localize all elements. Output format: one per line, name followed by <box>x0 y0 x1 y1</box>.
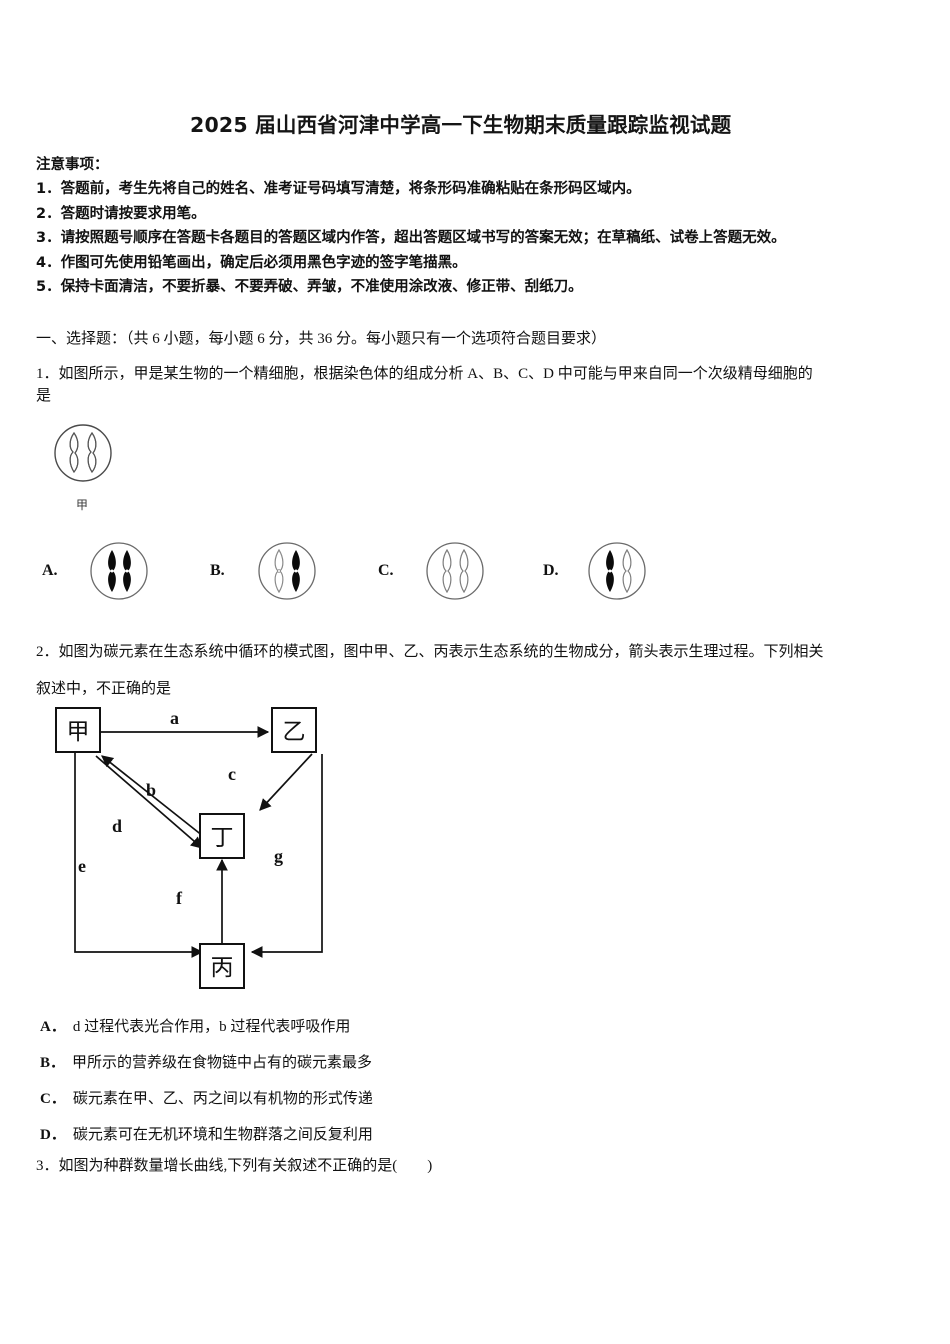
edge-b-line <box>101 755 209 841</box>
edge-c-line <box>259 753 313 811</box>
edge-label-c: c <box>228 764 236 784</box>
question-1-reference-cell-figure <box>54 424 112 482</box>
notice-line-2: 2．答题时请按要求用笔。 <box>36 205 206 222</box>
question-3-number: 3． <box>36 1158 59 1174</box>
option-d-letter[interactable]: D. <box>543 562 559 579</box>
question-1-stem: 1．如图所示，甲是某生物的一个精细胞，根据染色体的组成分析 A、B、C、D 中可… <box>36 356 926 392</box>
edge-g-line <box>250 754 323 958</box>
edge-label-d: d <box>112 816 122 836</box>
question-2-option-a[interactable]: A． d 过程代表光合作用，b 过程代表呼吸作用 <box>40 1016 350 1038</box>
notice-block: 注意事项： 1．答题前，考生先将自己的姓名、准考证号码填写清楚，将条形码准确粘贴… <box>36 153 926 300</box>
notice-line-1: 1．答题前，考生先将自己的姓名、准考证号码填写清楚，将条形码准确粘贴在条形码区域… <box>36 181 641 197</box>
question-2-option-b[interactable]: B． 甲所示的营养级在食物链中占有的碳元素最多 <box>40 1052 372 1074</box>
option-c-letter[interactable]: C. <box>378 562 394 579</box>
question-2-option-a-text: d 过程代表光合作用，b 过程代表呼吸作用 <box>72 1019 351 1035</box>
edge-label-e: e <box>78 856 86 876</box>
question-2-option-c[interactable]: C． 碳元素在甲、乙、丙之间以有机物的形式传递 <box>40 1088 373 1110</box>
notice-heading: 注意事项： <box>36 157 109 173</box>
edge-d-line <box>95 755 203 849</box>
node-yi: 乙 <box>271 707 317 753</box>
edge-e-line <box>74 752 204 958</box>
carbon-cycle-diagram: 甲 乙 丁 丙 a b c d e f g <box>55 707 323 989</box>
page-title: 2025 届山西省河津中学高一下生物期末质量跟踪监视试题 <box>190 113 732 137</box>
option-a-letter[interactable]: A. <box>42 562 58 579</box>
chromosome-hollow-right <box>87 431 97 474</box>
question-3-stem-line1: 如图为种群数量增长曲线,下列有关叙述不正确的是( ) <box>58 1158 433 1174</box>
question-2-option-b-letter: B． <box>40 1055 66 1071</box>
question-1-stem-line2: 是 <box>36 388 52 404</box>
notice-line-4: 4．作图可先使用铅笔画出，确定后必须用黑色字迹的签字笔描黑。 <box>36 254 467 271</box>
question-2-option-b-text: 甲所示的营养级在食物链中占有的碳元素最多 <box>72 1055 373 1071</box>
question-2-stem-line1: 如图为碳元素在生态系统中循环的模式图，图中甲、乙、丙表示生态系统的生物成分，箭头… <box>58 644 824 660</box>
question-2-option-d-text: 碳元素可在无机环境和生物群落之间反复利用 <box>72 1127 373 1143</box>
svg-text:乙: 乙 <box>283 719 306 745</box>
node-jia: 甲 <box>55 707 101 753</box>
edge-label-f: f <box>176 888 183 908</box>
chromosome-hollow-left <box>69 431 79 474</box>
node-ding: 丁 <box>199 813 245 859</box>
option-b-letter[interactable]: B. <box>210 562 225 579</box>
option-b-cell-figure[interactable] <box>252 538 322 604</box>
question-2-option-d[interactable]: D． 碳元素可在无机环境和生物群落之间反复利用 <box>40 1124 373 1146</box>
section-heading: 一、选择题：（共 6 小题，每小题 6 分，共 36 分。每小题只有一个选项符合… <box>36 331 607 347</box>
edge-label-a: a <box>170 708 179 728</box>
notice-line-3: 3．请按照题号顺序在答题卡各题目的答题区域内作答，超出答题区域书写的答案无效；在… <box>36 230 786 246</box>
question-2-stem-line2: 叙述中，不正确的是 <box>36 681 172 697</box>
option-c-cell-figure[interactable] <box>420 538 490 604</box>
edge-label-b: b <box>146 780 156 800</box>
question-2-option-a-letter: A． <box>40 1019 66 1035</box>
question-1-stem-line1: 如图所示，甲是某生物的一个精细胞，根据染色体的组成分析 A、B、C、D 中可能与… <box>58 366 813 382</box>
question-2-option-c-text: 碳元素在甲、乙、丙之间以有机物的形式传递 <box>72 1091 373 1107</box>
question-3-stem: 3．如图为种群数量增长曲线,下列有关叙述不正确的是( ) <box>36 1155 432 1177</box>
question-1-number: 1． <box>36 366 59 382</box>
question-2-stem: 2．如图为碳元素在生态系统中循环的模式图，图中甲、乙、丙表示生态系统的生物成分，… <box>36 641 926 663</box>
question-2-option-d-letter: D． <box>40 1127 66 1143</box>
svg-text:甲: 甲 <box>67 719 90 745</box>
svg-text:丙: 丙 <box>211 955 234 981</box>
option-a-cell-figure[interactable] <box>84 538 154 604</box>
node-bing: 丙 <box>199 943 245 989</box>
svg-text:丁: 丁 <box>211 825 234 851</box>
question-2-option-c-letter: C． <box>40 1091 66 1107</box>
notice-line-5: 5．保持卡面清洁，不要折暴、不要弄破、弄皱，不准使用涂改液、修正带、刮纸刀。 <box>36 279 583 295</box>
option-d-cell-figure[interactable] <box>582 538 652 604</box>
question-2-number: 2． <box>36 644 59 660</box>
edge-label-g: g <box>274 846 283 866</box>
question-1-reference-cell-label: 甲 <box>76 498 89 512</box>
